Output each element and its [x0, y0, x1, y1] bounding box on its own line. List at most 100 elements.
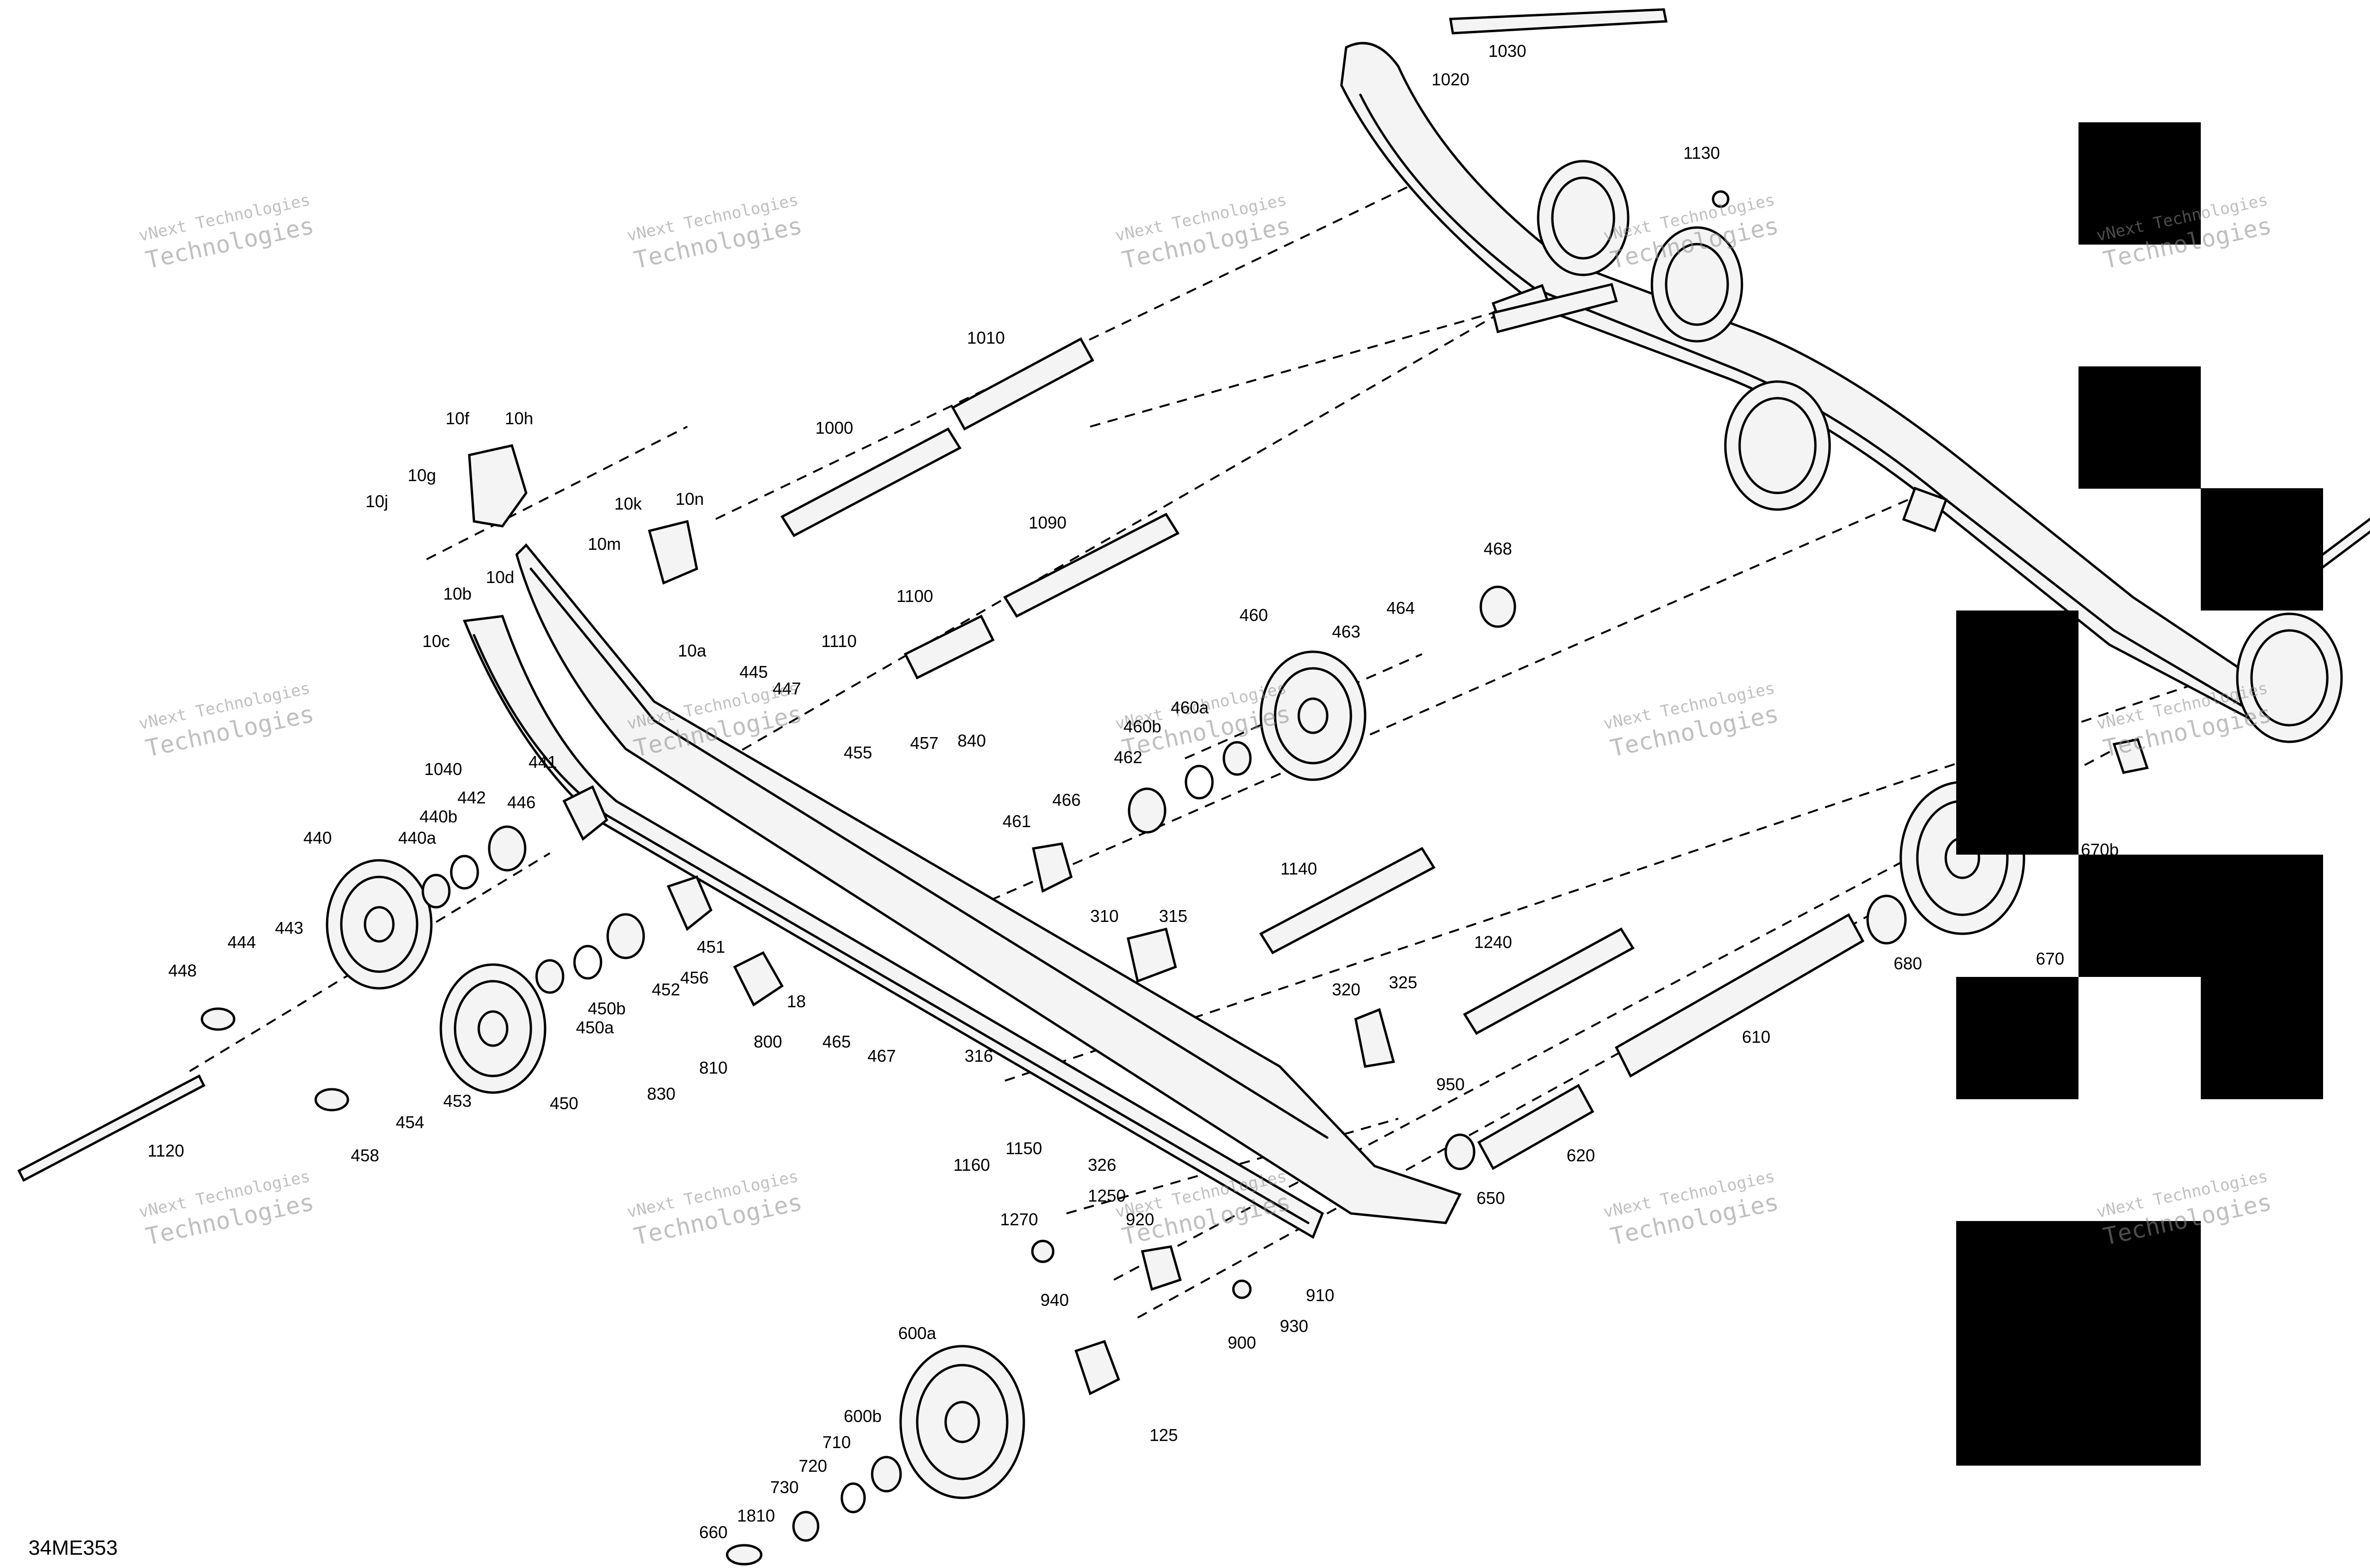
callout-620: 620: [1567, 1146, 1595, 1165]
callout-320: 320: [1332, 980, 1360, 999]
callout-800: 800: [754, 1032, 782, 1051]
callout-1020: 1020: [1431, 70, 1469, 89]
callout-600: 600: [2078, 861, 2107, 881]
wheel-upper-4: [2236, 612, 2343, 743]
wheels: [326, 160, 2343, 1499]
callout-10j: 10j: [365, 492, 388, 511]
wheel-upper-2: [1650, 226, 1743, 343]
wheel-upper-1: [1537, 160, 1630, 276]
callout-940: 940: [1040, 1290, 1069, 1310]
callout-1250: 1250: [1088, 1186, 1126, 1205]
callout-326: 326: [1088, 1155, 1116, 1175]
callout-930: 930: [1280, 1316, 1308, 1336]
callout-451: 451: [697, 937, 725, 957]
callout-1030: 1030: [1488, 41, 1526, 61]
callout-10c: 10c: [422, 631, 450, 651]
callout-1120: 1120: [147, 1141, 184, 1160]
callout-920: 920: [1126, 1210, 1154, 1229]
callout-444: 444: [228, 932, 256, 952]
callout-610: 610: [1742, 1027, 1770, 1047]
callout-660: 660: [699, 1522, 728, 1542]
callout-10n: 10n: [675, 489, 704, 509]
callout-910: 910: [1306, 1285, 1334, 1305]
callout-1110: 1110: [821, 631, 857, 651]
callout-315: 315: [1159, 906, 1187, 926]
callout-650: 650: [1477, 1188, 1505, 1208]
redaction-block-2: [2078, 366, 2201, 489]
redaction-block-7: [2201, 977, 2323, 1099]
callout-446: 446: [507, 793, 536, 812]
wheel-450: [439, 963, 547, 1094]
callout-454: 454: [396, 1112, 424, 1132]
callout-10g: 10g: [408, 465, 436, 485]
callout-1130: 1130: [1683, 143, 1720, 163]
callout-441: 441: [529, 752, 557, 772]
callout-950: 950: [1436, 1075, 1465, 1094]
callout-460b: 460b: [1123, 717, 1161, 736]
callout-1270: 1270: [1000, 1210, 1038, 1229]
callout-810: 810: [699, 1058, 728, 1077]
callout-1010: 1010: [967, 328, 1005, 347]
callout-447: 447: [773, 679, 801, 698]
callout-458: 458: [351, 1146, 379, 1165]
callout-440b: 440b: [419, 807, 457, 826]
callout-452: 452: [652, 980, 680, 999]
wheel-460: [1259, 650, 1367, 781]
callout-460a: 460a: [1171, 698, 1209, 717]
callout-10k: 10k: [614, 494, 642, 513]
callout-830: 830: [647, 1084, 675, 1103]
figure-reference: 34ME353: [28, 1536, 118, 1559]
redaction-block-6: [1956, 977, 2078, 1099]
callout-325: 325: [1389, 973, 1417, 992]
callout-1000: 1000: [815, 418, 853, 438]
callout-125: 125: [1149, 1425, 1178, 1445]
callout-442: 442: [457, 788, 486, 807]
callout-10b: 10b: [443, 584, 472, 603]
callout-730: 730: [770, 1477, 799, 1497]
callout-720: 720: [799, 1456, 827, 1476]
callout-310: 310: [1090, 906, 1119, 926]
callout-1240: 1240: [1474, 932, 1512, 952]
callout-900: 900: [1228, 1333, 1256, 1352]
redaction-block-8: [1956, 1221, 2201, 1466]
callout-468: 468: [1484, 539, 1512, 558]
callout-10d: 10d: [486, 567, 514, 587]
callout-443: 443: [275, 918, 303, 938]
callout-670: 670: [2036, 949, 2064, 968]
wheel-440: [326, 859, 433, 990]
shafts: [17, 8, 2370, 1182]
callout-455: 455: [844, 743, 872, 762]
callout-463: 463: [1332, 622, 1360, 641]
callout-450b: 450b: [588, 999, 626, 1018]
redaction-block-5: [2078, 855, 2323, 977]
callout-600a: 600a: [898, 1323, 937, 1343]
callout-600b: 600b: [844, 1406, 882, 1426]
redaction-block-1: [2078, 122, 2201, 245]
redaction-block-4: [1956, 611, 2078, 855]
callout-10m: 10m: [588, 534, 621, 554]
callout-460: 460: [1240, 605, 1268, 625]
wheel-600: [899, 1345, 1025, 1499]
callout-465: 465: [822, 1032, 851, 1051]
callout-464: 464: [1386, 598, 1415, 618]
callout-1090: 1090: [1029, 513, 1066, 532]
callout-450a: 450a: [576, 1018, 614, 1037]
redaction-block-3: [2201, 488, 2323, 611]
callout-10f: 10f: [446, 409, 470, 428]
hardware: [201, 190, 2149, 1566]
redaction-blocks: [1956, 122, 2323, 1466]
callout-18: 18: [787, 992, 806, 1011]
callout-456: 456: [680, 968, 709, 987]
callout-1140: 1140: [1280, 859, 1317, 878]
callout-466: 466: [1052, 790, 1081, 810]
callout-840: 840: [957, 731, 986, 750]
callout-1040: 1040: [424, 759, 462, 779]
